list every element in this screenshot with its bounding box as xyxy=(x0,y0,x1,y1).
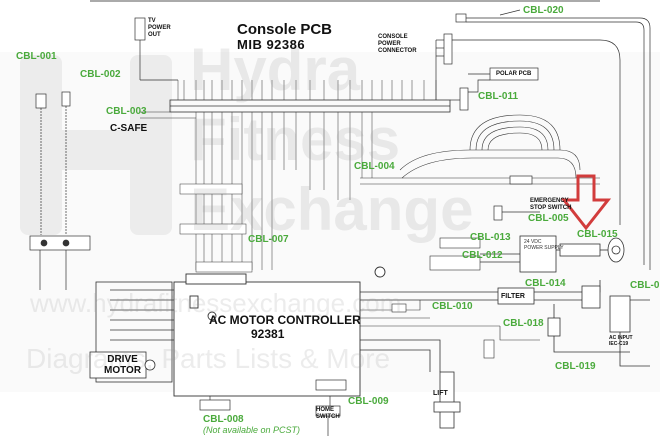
cbl-012-label: CBL-012 xyxy=(462,250,503,261)
cbl-013-label: CBL-013 xyxy=(470,232,511,243)
console-power-connector-shape xyxy=(435,33,453,100)
cbl-010-wire xyxy=(360,300,540,359)
cbl-015-label: CBL-015 xyxy=(577,229,618,240)
console-power-label: CONSOLE POWER CONNECTOR xyxy=(378,34,417,54)
c-safe-label: C-SAFE xyxy=(110,123,148,134)
cbl-018-label: CBL-018 xyxy=(503,318,544,329)
polar-pcb xyxy=(468,67,539,93)
ac-input-label: AC INPUT IEC-C19 xyxy=(609,335,633,347)
cbl-020-wire xyxy=(452,9,651,270)
cbl-014-label: CBL-014 xyxy=(525,278,566,289)
cbl-015-power-entry xyxy=(556,237,625,263)
red-arrow-icon xyxy=(560,174,612,231)
cbl-005-label: CBL-005 xyxy=(528,213,569,224)
cbl-010-label: CBL-010 xyxy=(432,301,473,312)
cbl-011-label: CBL-011 xyxy=(478,91,519,102)
filter-section xyxy=(360,235,650,367)
drive-motor-shape xyxy=(89,281,174,383)
cbl-004-label: CBL-004 xyxy=(354,161,395,172)
drive-motor-label: DRIVE MOTOR xyxy=(104,354,142,376)
bottom-connectors xyxy=(199,379,347,436)
cbl-009-label: CBL-009 xyxy=(348,396,389,407)
home-switch-label: HOME SWITCH xyxy=(316,407,340,420)
polar-pcb-label: POLAR PCB xyxy=(496,71,532,77)
cbl-011-connector xyxy=(450,87,469,111)
cbl-0-label: CBL-0 xyxy=(630,280,660,291)
pcb-title: Console PCB xyxy=(237,21,333,38)
pcb-model: MIB 92386 xyxy=(237,37,306,52)
lift-label: LIFT xyxy=(433,390,448,397)
dc-supply-label: 24 VDC POWER SUPPLY xyxy=(524,239,564,251)
cbl-019-label: CBL-019 xyxy=(555,361,596,372)
cbl-002-label: CBL-002 xyxy=(80,69,121,80)
emergency-stop-switch xyxy=(493,175,540,221)
cbl-008-note: (Not available on PCST) xyxy=(203,425,301,435)
motor-controller-title: AC MOTOR CONTROLLER xyxy=(209,313,361,327)
cbl-020-label: CBL-020 xyxy=(523,5,564,16)
c-safe-wire xyxy=(140,111,196,119)
left-cords xyxy=(29,91,91,290)
emergency-stop-label: EMERGENCY STOP SWITCH xyxy=(530,198,572,211)
pcb-wire-bundle xyxy=(179,112,373,273)
tv-power-connector xyxy=(134,17,178,81)
cbl-008-label: CBL-008 xyxy=(203,414,244,425)
cbl-001-label: CBL-001 xyxy=(16,51,57,62)
lift-shape xyxy=(360,339,461,429)
pcb-connector-pins xyxy=(177,80,437,100)
cbl-007-label: CBL-007 xyxy=(248,234,289,245)
ac-motor-controller-box xyxy=(173,266,386,397)
cbl-003-label: CBL-003 xyxy=(106,106,147,117)
console-pcb-board xyxy=(169,80,451,113)
motor-controller-model: 92381 xyxy=(251,327,285,341)
cbl-connector-blocks xyxy=(429,237,481,271)
cable-coil xyxy=(360,114,600,185)
tv-power-label: TV POWER OUT xyxy=(148,18,171,38)
filter-label: FILTER xyxy=(501,293,525,300)
